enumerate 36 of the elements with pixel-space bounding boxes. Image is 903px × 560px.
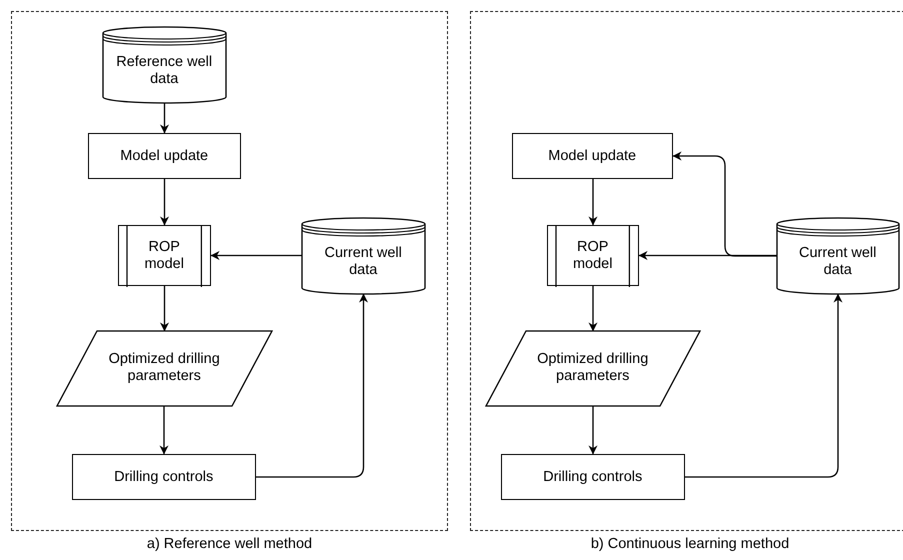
node-label: ROP model bbox=[572, 239, 614, 274]
arrow bbox=[588, 406, 598, 454]
predefined-process-box bbox=[118, 224, 211, 286]
arrow bbox=[672, 152, 777, 257]
node-label: Drilling controls bbox=[543, 469, 642, 486]
arrow bbox=[160, 406, 168, 454]
process-box bbox=[88, 132, 241, 179]
node-label: Current well data bbox=[324, 244, 403, 279]
arrow bbox=[210, 251, 302, 260]
node-label: Optimized drilling parameters bbox=[536, 351, 650, 386]
node-label: Optimized drilling parameters bbox=[108, 351, 221, 386]
arrow bbox=[160, 179, 169, 226]
node-label: Reference well data bbox=[115, 54, 214, 88]
node-label: Model update bbox=[548, 148, 636, 166]
panel-caption: a) Reference well method bbox=[146, 536, 312, 552]
arrow bbox=[256, 294, 368, 478]
arrow bbox=[685, 294, 842, 478]
arrow bbox=[588, 286, 598, 332]
process-box bbox=[512, 132, 673, 179]
data-parallelogram bbox=[56, 330, 272, 406]
database-cylinder bbox=[102, 26, 226, 103]
arrow bbox=[588, 179, 598, 226]
database-cylinder bbox=[302, 218, 425, 294]
panel-caption: b) Continuous learning method bbox=[590, 536, 790, 552]
arrow bbox=[638, 251, 777, 260]
node-label: Current well data bbox=[798, 244, 878, 279]
node-label: ROP model bbox=[143, 239, 185, 274]
predefined-process-box bbox=[546, 224, 639, 286]
node-label: Drilling controls bbox=[114, 469, 214, 486]
process-box bbox=[500, 454, 685, 500]
arrow bbox=[160, 286, 169, 332]
process-box bbox=[72, 454, 256, 500]
node-label: Model update bbox=[120, 148, 208, 166]
database-cylinder bbox=[776, 218, 899, 294]
data-parallelogram bbox=[486, 330, 700, 406]
arrow bbox=[160, 103, 169, 134]
